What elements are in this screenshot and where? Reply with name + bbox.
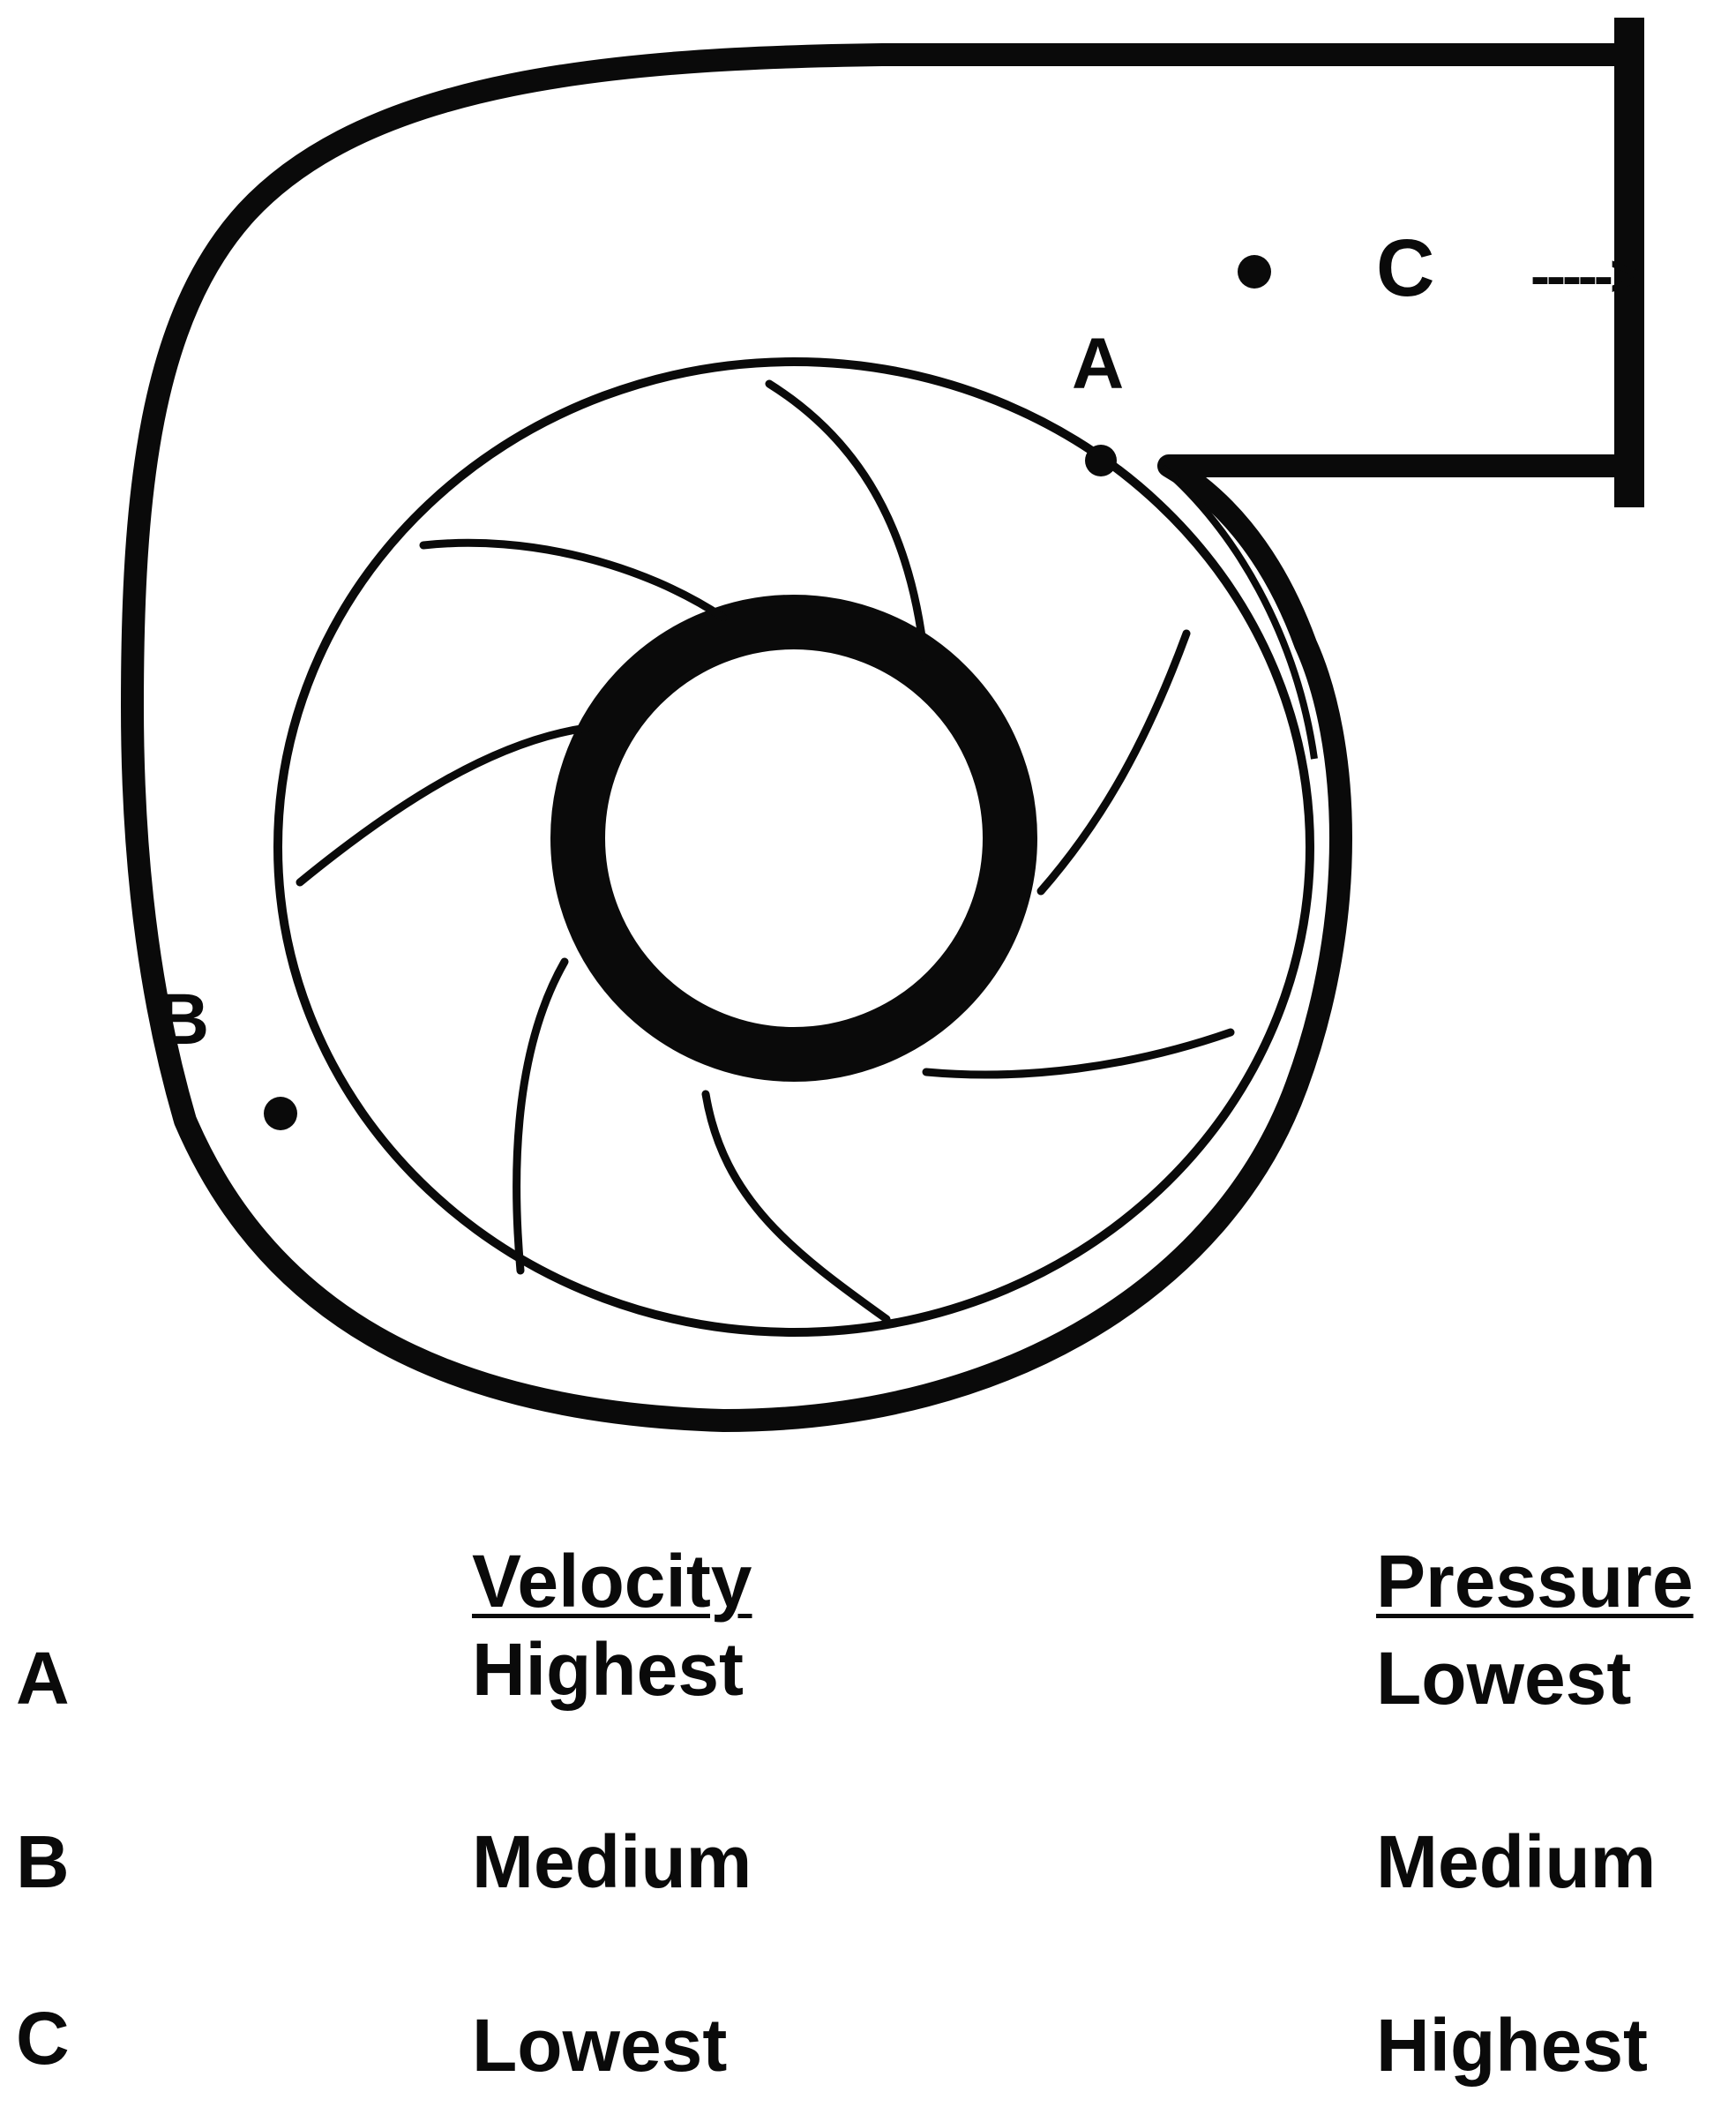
row-a-point: A <box>16 1637 70 1720</box>
impeller-hub <box>550 595 1037 1082</box>
row-a-velocity: Highest <box>472 1628 745 1711</box>
point-a-label: A <box>1072 324 1124 404</box>
pressure-header: Pressure <box>1376 1540 1694 1623</box>
volute-housing <box>121 43 1623 1432</box>
point-a-marker <box>1085 445 1117 476</box>
row-b-point: B <box>16 1820 70 1903</box>
point-b-marker <box>264 1097 297 1130</box>
blade-7 <box>1036 629 1191 896</box>
blade-6 <box>922 1028 1235 1079</box>
centrifugal-fan-diagram: A B C -----> <box>121 18 1645 1432</box>
outlet-flange <box>1614 18 1644 507</box>
blade-2 <box>419 538 728 622</box>
row-b-velocity: Medium <box>472 1820 752 1903</box>
row-c-point: C <box>16 1997 70 2080</box>
point-c-marker <box>1238 255 1271 289</box>
cutoff-edge <box>1160 464 1318 760</box>
blade-4 <box>513 957 569 1275</box>
impeller-blades <box>296 379 1235 1323</box>
velocity-header: Velocity <box>472 1540 752 1623</box>
blade-5 <box>701 1090 891 1323</box>
blade-3 <box>296 724 591 887</box>
row-c-pressure: Highest <box>1376 2004 1649 2087</box>
blade-1 <box>765 379 929 662</box>
impeller-ring <box>273 357 1314 1337</box>
row-a-pressure: Lowest <box>1376 1637 1632 1720</box>
point-b-label: B <box>157 979 209 1060</box>
flow-arrow: -----> <box>1530 243 1642 308</box>
point-c-label: C <box>1376 223 1434 313</box>
row-c-velocity: Lowest <box>472 2004 728 2087</box>
row-b-pressure: Medium <box>1376 1820 1657 1903</box>
